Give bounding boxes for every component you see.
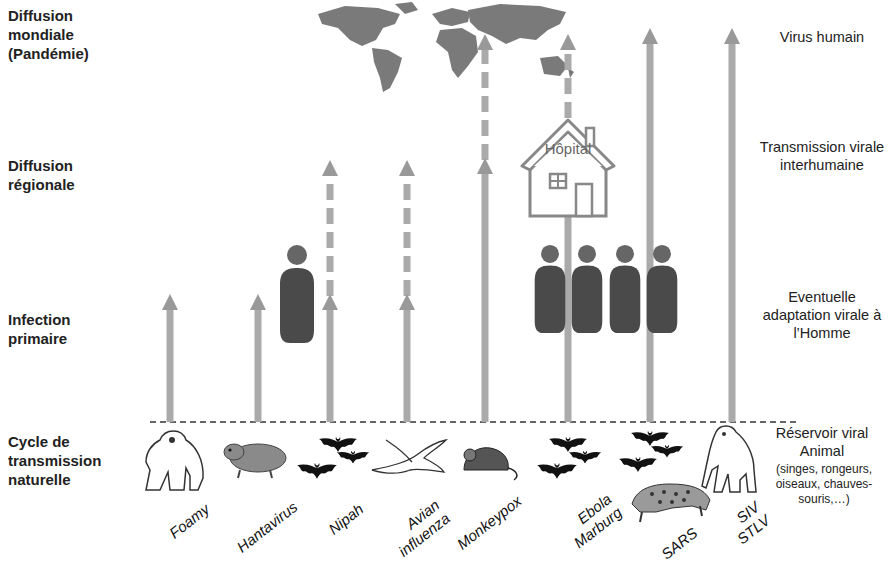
level-description: Virus humain bbox=[758, 28, 886, 46]
virus-name: SARS bbox=[643, 524, 701, 574]
virus-name: Ebola Marburg bbox=[549, 490, 625, 560]
virus-name: Foamy bbox=[131, 500, 212, 569]
virus-name: SIV STLV bbox=[719, 498, 773, 551]
animal-reservoirs bbox=[146, 426, 756, 522]
house-outline bbox=[520, 116, 616, 218]
level-description: Transmission virale interhumaine bbox=[758, 138, 886, 174]
virus-name: Nipah bbox=[293, 500, 367, 563]
level-label: Cycle de transmission naturelle bbox=[8, 432, 126, 489]
level-description: Eventuelle adaptation virale à l’Homme bbox=[758, 288, 886, 342]
level-label: Infection primaire bbox=[8, 310, 120, 348]
baseline bbox=[150, 421, 800, 423]
human-figures bbox=[280, 245, 677, 343]
world-map bbox=[318, 2, 574, 92]
hospital-icon: Hôpital bbox=[520, 116, 616, 218]
hospital-label: Hôpital bbox=[520, 116, 616, 157]
reservoir-examples: (singes, rongeurs, oiseaux, chauves-sour… bbox=[768, 462, 880, 507]
virus-name: Hantavirus bbox=[203, 498, 300, 574]
level-description: Réservoir viral Animal bbox=[758, 424, 886, 460]
virus-name: Monkeypox bbox=[427, 492, 524, 573]
virus-name: Avian influenza bbox=[377, 496, 453, 566]
level-label: Diffusion mondiale (Pandémie) bbox=[8, 6, 120, 63]
arrows bbox=[170, 42, 732, 422]
level-label: Diffusion régionale bbox=[8, 156, 120, 194]
